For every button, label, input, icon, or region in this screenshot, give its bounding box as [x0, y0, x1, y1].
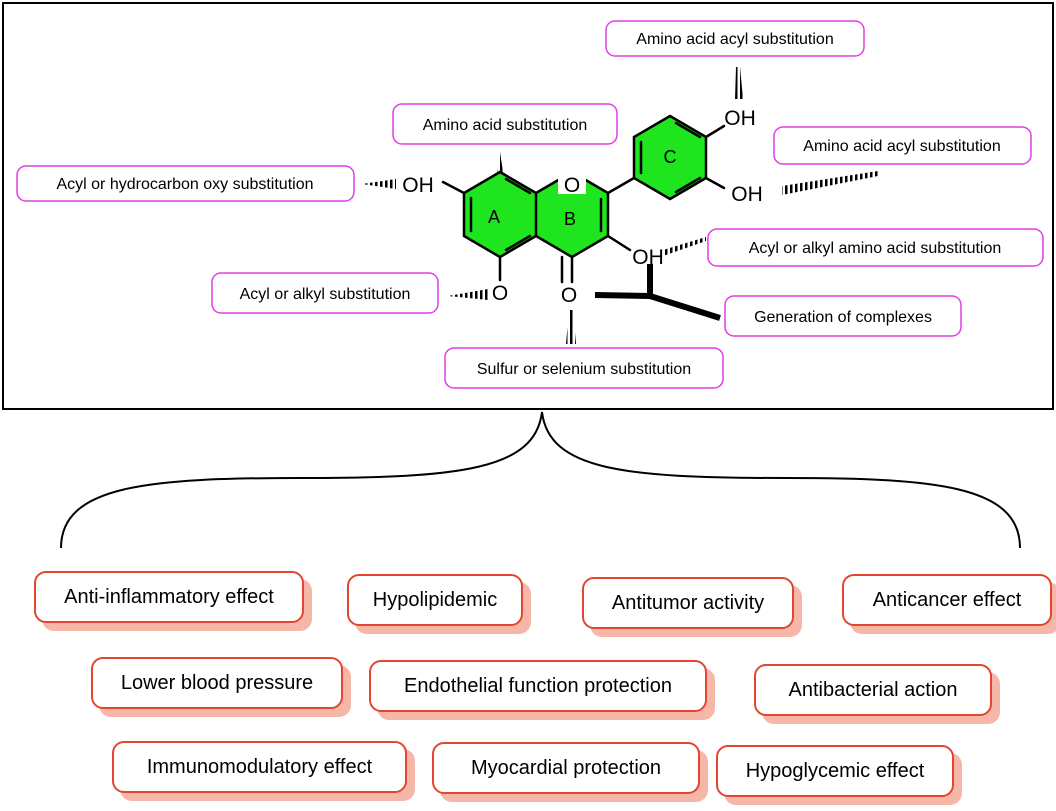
substitution-label: Amino acid acyl substitution: [636, 31, 833, 48]
ring-b: [536, 172, 608, 257]
effect-box: Anti-inflammatory effect: [34, 571, 304, 623]
atom-o-4: O: [561, 284, 577, 307]
effect-box: Lower blood pressure: [91, 657, 343, 709]
atom-oh-7: OH: [402, 174, 434, 197]
atom-o-ring: O: [564, 174, 580, 197]
ring-c-label: C: [664, 147, 677, 167]
effect-box: Immunomodulatory effect: [112, 741, 407, 793]
effect-box: Antitumor activity: [582, 577, 794, 629]
atom-oh-4prime: OH: [724, 107, 756, 130]
substitution-label-boxes: [16, 20, 1044, 389]
effect-box: Hypolipidemic: [347, 574, 523, 626]
hashed-wedges: [362, 67, 878, 344]
substitution-label: Amino acid acyl substitution: [803, 138, 1000, 155]
substitution-label: Amino acid substitution: [423, 117, 588, 134]
substitution-label: Acyl or alkyl amino acid substitution: [749, 240, 1002, 257]
ring-a: [464, 172, 536, 257]
complex-bonds: [594, 264, 721, 321]
molecule-bonds: [441, 114, 726, 284]
atom-oh-3: OH: [632, 246, 664, 269]
substitution-label: Sulfur or selenium substitution: [477, 361, 691, 378]
ring-b-label: B: [564, 209, 576, 229]
curly-brace: [60, 411, 1021, 549]
effect-box: Anticancer effect: [842, 574, 1052, 626]
atom-o-5: O: [492, 282, 508, 305]
ring-c: [634, 116, 706, 199]
substitution-label: Generation of complexes: [754, 309, 932, 326]
substitution-label: Acyl or alkyl substitution: [240, 286, 411, 303]
ring-a-label: A: [488, 207, 500, 227]
effect-box: Hypoglycemic effect: [716, 745, 954, 797]
effect-box: Myocardial protection: [432, 742, 700, 794]
atom-oh-3prime: OH: [731, 183, 763, 206]
effect-box: Endothelial function protection: [369, 660, 707, 712]
substitution-label: Acyl or hydrocarbon oxy substitution: [56, 176, 313, 193]
structure-frame: [2, 2, 1054, 410]
effect-box: Antibacterial action: [754, 664, 992, 716]
